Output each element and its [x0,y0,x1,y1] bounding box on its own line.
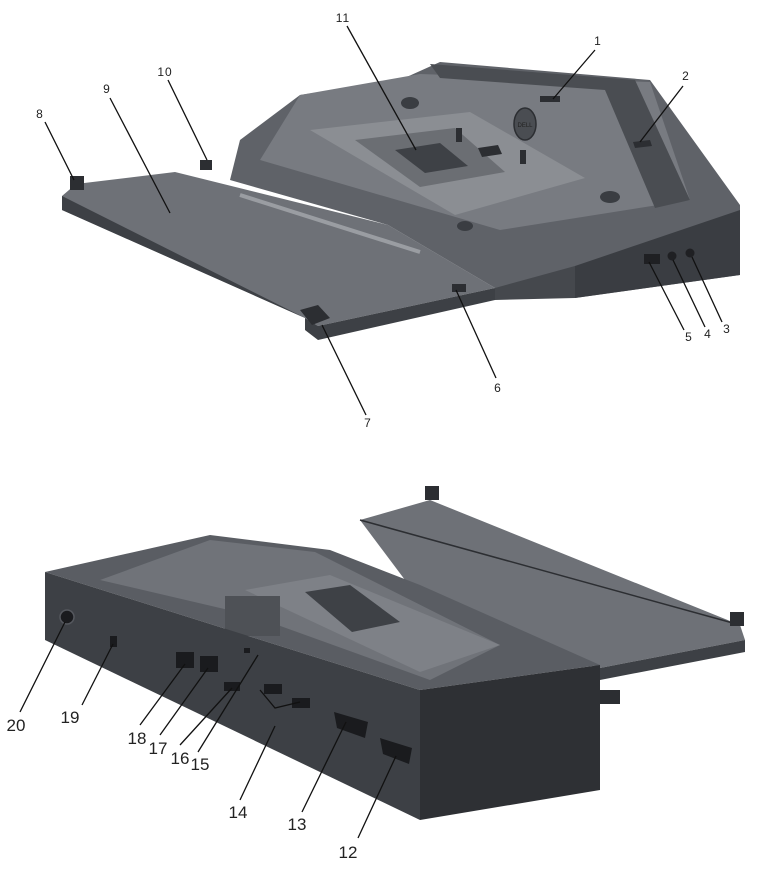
dock-top-view: DELL [62,62,740,340]
release-latch [200,160,212,170]
displayport-2 [292,698,310,708]
tray-latch-front [452,284,466,292]
docking-connector [395,143,468,173]
dell-logo [513,107,537,141]
leader-20 [19,621,66,713]
callout-16: 16 [171,749,190,768]
leader-8 [44,121,75,181]
leader-6 [455,289,497,379]
callout-13: 13 [288,815,307,834]
callout-2: 2 [682,69,690,83]
callout-17: 17 [149,739,168,758]
bumper-rear-right [600,191,620,203]
rear-tray-edge [600,640,745,680]
rear-ridge [430,64,690,208]
leader-16 [179,687,233,746]
serial-port [380,738,412,764]
leader-lines [19,25,723,839]
usb-port-rear [224,682,240,691]
callout-18: 18 [128,729,147,748]
rear-hook-right [730,612,744,626]
power-connector [59,609,75,625]
tray-groove [239,193,421,254]
rear-latch [225,596,280,636]
power-button-top [633,140,652,148]
leader-1 [552,49,596,100]
leader-12 [357,755,397,839]
callout-1: 1 [594,34,602,48]
bumper-rear-left [401,97,419,109]
leader-14 [239,725,276,801]
side-latch-rear [600,690,620,704]
tray-surface [62,172,495,326]
eject-button [540,96,560,102]
dock-rear-view [45,486,745,820]
leader-3 [691,256,723,323]
callout-6: 6 [494,381,502,395]
leader-2 [639,85,684,143]
guide-pin-b [520,150,526,164]
network-port [176,652,194,668]
usb-port-side [644,254,660,264]
callout-9: 9 [103,82,111,96]
callout-19: 19 [61,708,80,727]
callout-labels: 1 2 3 4 5 6 7 8 9 10 11 12 13 14 15 16 1… [7,11,731,862]
rear-hook-top [425,486,439,500]
leader-14-bracket [259,689,301,709]
leader-19 [81,643,114,706]
rear-tray [360,500,745,668]
leader-10 [167,79,208,161]
vga-port [334,712,368,738]
callout-15: 15 [191,755,210,774]
leader-7 [321,324,367,416]
callout-14: 14 [229,803,248,822]
security-slot [110,636,117,647]
hook-left [70,176,84,190]
callout-10: 10 [157,65,172,79]
callout-20: 20 [7,716,26,735]
callout-4: 4 [704,327,712,341]
leader-9 [109,97,171,214]
callout-11: 11 [336,11,350,25]
rear-docking-connector [305,585,400,632]
headphone-jack [685,248,695,258]
leader-5 [648,261,685,331]
callout-7: 7 [364,416,372,430]
hook-front [300,305,330,325]
callout-8: 8 [36,107,44,121]
lock-slider [478,145,502,157]
leader-17 [159,667,209,736]
leader-11 [346,25,417,151]
bumper-front [457,221,473,231]
callout-5: 5 [685,330,693,344]
logo-text: DELL [517,123,533,129]
rear-tray-line [359,519,741,626]
callout-12: 12 [339,843,358,862]
modem-port [200,656,218,672]
leader-15 [197,654,259,753]
guide-pin-a [456,128,462,142]
leader-13 [301,721,347,813]
mic-jack [667,251,677,261]
callout-3: 3 [723,322,731,336]
leader-4 [672,259,706,328]
leader-18 [139,663,186,726]
led-indicator [244,648,250,653]
rear-right-face [420,665,600,820]
dock-front-face [495,266,575,300]
displayport-1 [264,684,282,694]
